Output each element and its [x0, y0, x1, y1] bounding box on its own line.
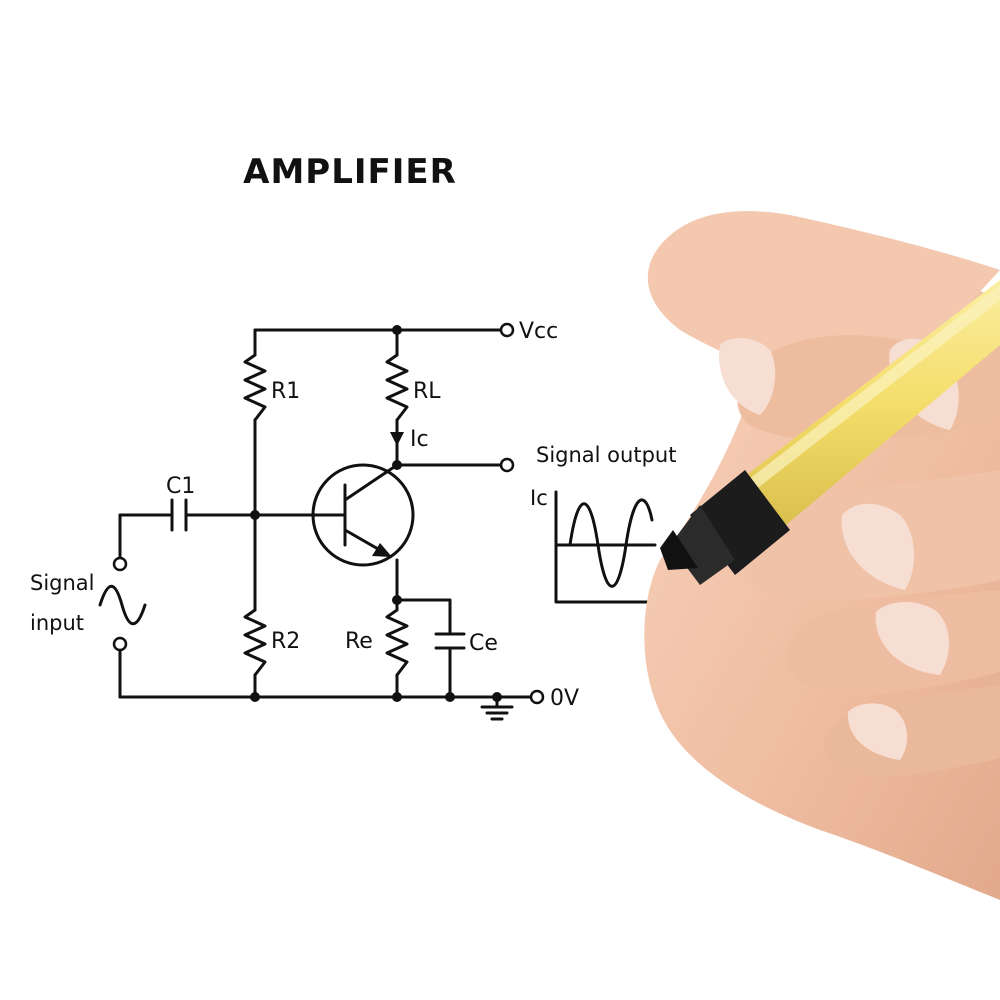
sine-wave [568, 498, 654, 588]
resistor-r2 [243, 608, 267, 677]
output-graph [554, 490, 658, 604]
label-r2: R2 [271, 629, 300, 654]
capacitor-ce [434, 632, 466, 650]
label-c1: C1 [166, 474, 195, 499]
label-signal-input-2: input [30, 611, 84, 635]
terminals [112, 322, 545, 705]
capacitor-c1 [170, 498, 188, 532]
diagram-title: AMPLIFIER [243, 152, 457, 192]
label-re: Re [345, 629, 373, 654]
label-graph-ic: Ic [530, 486, 548, 510]
label-vcc: Vcc [519, 319, 558, 344]
resistor-r1 [243, 353, 267, 422]
label-ce: Ce [469, 631, 498, 656]
current-arrow [390, 432, 404, 446]
transistor [311, 463, 415, 567]
label-signal-output: Signal output [536, 443, 676, 467]
label-rl: RL [413, 379, 441, 404]
ac-source-icon [98, 584, 147, 626]
label-ic: Ic [410, 427, 429, 452]
label-r1: R1 [271, 379, 300, 404]
label-0v: 0V [550, 686, 579, 711]
circuit-wires [118, 328, 532, 721]
label-signal-input-1: Signal [30, 571, 95, 595]
resistor-re [385, 608, 409, 677]
resistor-rl [385, 353, 409, 422]
marker-pen [660, 280, 1000, 585]
